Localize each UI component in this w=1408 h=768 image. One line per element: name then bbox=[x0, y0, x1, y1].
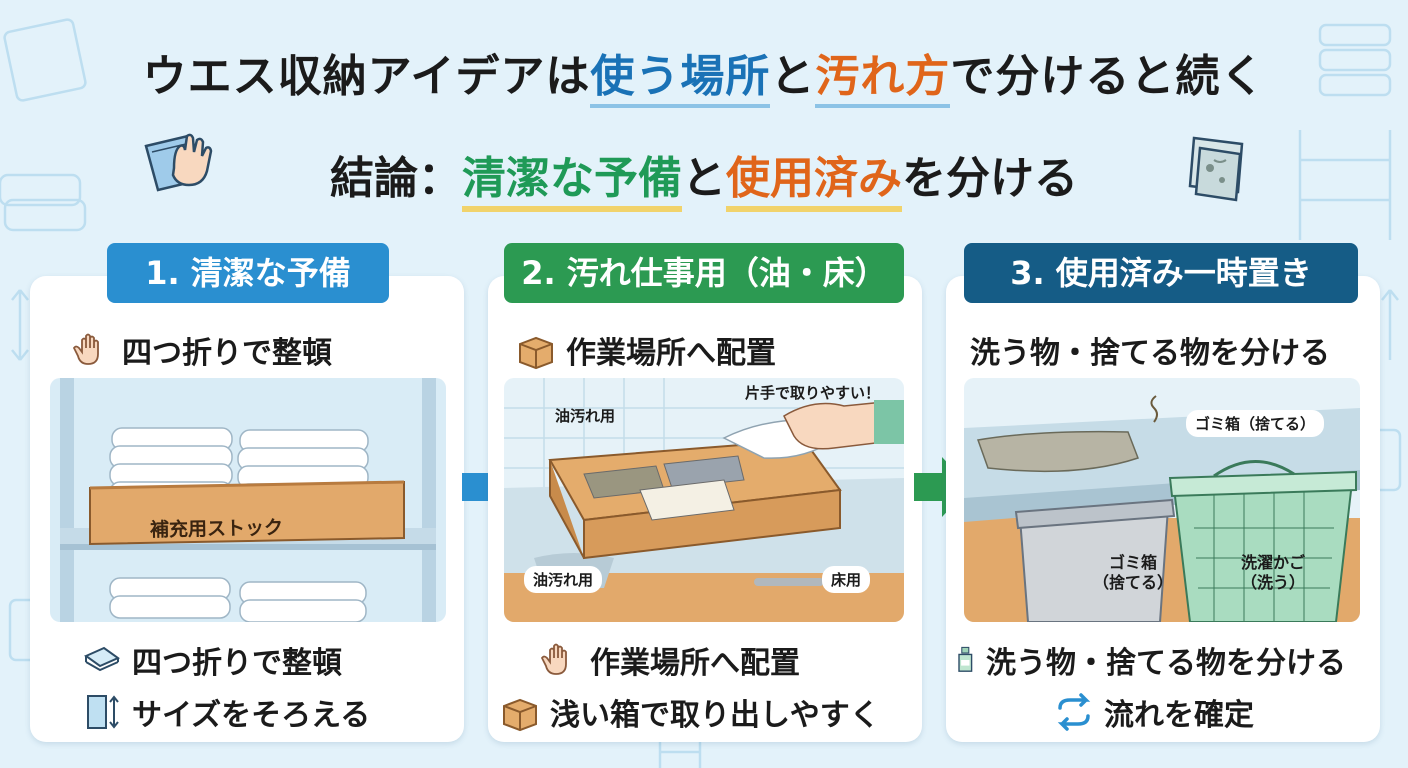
cardboard-box-icon bbox=[519, 336, 553, 370]
panel-2-line-1: 作業場所へ配置 bbox=[540, 638, 800, 682]
page-title: ウエス収納アイデアは使う場所と汚れ方で分けると続く bbox=[0, 40, 1408, 108]
laundry-basket-label-line-1: 洗濯かご bbox=[1241, 553, 1306, 572]
hand-icon bbox=[540, 643, 567, 675]
title-part-1: ウエス収納アイデアは bbox=[142, 51, 591, 102]
oil-label-top: 油汚れ用 bbox=[555, 407, 616, 425]
cardboard-box-icon bbox=[503, 698, 537, 732]
panel-1-line-1: 四つ折りで整頓 bbox=[82, 638, 342, 682]
panel-3-line-2: 流れを確定 bbox=[1054, 690, 1254, 734]
title-part-3: で分けると続く bbox=[950, 51, 1266, 102]
panel-3-head: 洗う物・捨てる物を分ける bbox=[970, 328, 1330, 372]
laundry-basket-label-line-2: （洗う） bbox=[1241, 573, 1306, 592]
panel-2-line-2: 浅い箱で取り出しやすく bbox=[500, 690, 880, 734]
trash-bin-label: ゴミ箱 （捨てる） bbox=[1084, 550, 1182, 596]
subtitle-part-1: 結論： bbox=[330, 153, 462, 204]
shelf-illustration bbox=[50, 378, 446, 622]
stock-box-label: 補充用ストック bbox=[149, 516, 284, 542]
title-part-2: と bbox=[770, 51, 816, 102]
detergent-bottle-icon bbox=[958, 646, 973, 672]
panel-1-head: 四つ折りで整頓 bbox=[72, 328, 332, 372]
panel-3-line-1-text: 洗う物・捨てる物を分ける bbox=[986, 646, 1346, 681]
panel-2-head: 作業場所へ配置 bbox=[516, 328, 776, 372]
panel-3-tag: 3. 使用済み一時置き bbox=[964, 243, 1358, 303]
subtitle-highlight-used: 使用済み bbox=[726, 153, 902, 212]
trash-bin-label-line-2: （捨てる） bbox=[1093, 573, 1174, 592]
panel-3-head-text: 洗う物・捨てる物を分ける bbox=[970, 336, 1330, 371]
conclusion-heading: 結論：清潔な予備と使用済みを分ける bbox=[0, 142, 1408, 212]
subtitle-part-3: を分ける bbox=[902, 153, 1078, 204]
panel-1-scene-shelf: 補充用ストック bbox=[50, 378, 446, 622]
panel-1-line-1-text: 四つ折りで整頓 bbox=[132, 646, 342, 681]
oil-label-bottom: 油汚れ用 bbox=[524, 566, 603, 593]
one-hand-label: 片手で取りやすい！ bbox=[745, 384, 881, 402]
panel-3-line-1: 洗う物・捨てる物を分ける bbox=[952, 638, 1346, 682]
title-highlight-location: 使う場所 bbox=[590, 51, 771, 108]
hand-icon bbox=[72, 333, 99, 365]
panel-2-head-text: 作業場所へ配置 bbox=[566, 336, 776, 371]
panel-3-line-2-text: 流れを確定 bbox=[1104, 698, 1254, 733]
panel-2-tag: 2. 汚れ仕事用（油・床） bbox=[504, 243, 904, 303]
panel-2-scene-workspace: 片手で取りやすい！ 油汚れ用 油汚れ用 床用 bbox=[504, 378, 904, 622]
panel-2-line-2-text: 浅い箱で取り出しやすく bbox=[550, 698, 880, 733]
cycle-arrow-icon bbox=[1057, 693, 1091, 731]
panel-1-line-2: サイズをそろえる bbox=[82, 690, 370, 734]
subtitle-part-2: と bbox=[682, 153, 726, 204]
size-ruler-icon bbox=[87, 695, 119, 729]
bins-illustration bbox=[964, 378, 1360, 622]
panel-1-head-text: 四つ折りで整頓 bbox=[122, 336, 332, 371]
panel-2-line-1-text: 作業場所へ配置 bbox=[590, 646, 800, 681]
laundry-basket-label: 洗濯かご （洗う） bbox=[1232, 550, 1314, 596]
hand-wiping-cloth-icon bbox=[144, 133, 213, 192]
trash-label-top: ゴミ箱（捨てる） bbox=[1186, 410, 1325, 437]
panel-1-line-2-text: サイズをそろえる bbox=[132, 698, 371, 733]
panel-1-tag: 1. 清潔な予備 bbox=[107, 243, 389, 303]
floor-label: 床用 bbox=[822, 566, 871, 593]
trash-bin-label-line-1: ゴミ箱 bbox=[1109, 553, 1158, 572]
subtitle-highlight-clean: 清潔な予備 bbox=[462, 153, 682, 212]
title-highlight-dirt: 汚れ方 bbox=[815, 51, 951, 108]
folded-towel-icon bbox=[83, 646, 121, 672]
panel-3-scene-bins: ゴミ箱（捨てる） ゴミ箱 （捨てる） 洗濯かご （洗う） bbox=[964, 378, 1360, 622]
dirty-rag-icon bbox=[1188, 136, 1244, 202]
